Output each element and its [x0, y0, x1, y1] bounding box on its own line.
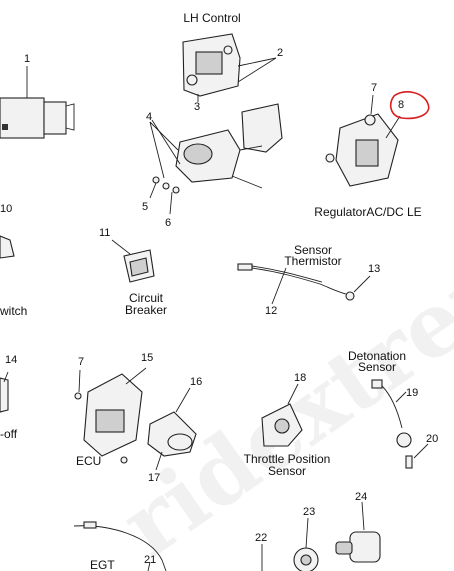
caption-off-partial: -off — [0, 427, 18, 441]
part-24 — [335, 501, 381, 563]
caption-egt: EGT — [90, 558, 115, 571]
callout-13: 13 — [368, 263, 380, 275]
caption-throttle-line1: Throttle Position — [244, 452, 331, 466]
caption-switch-partial: witch — [0, 304, 27, 318]
callout-7-top: 7 — [371, 82, 377, 94]
callout-15: 15 — [141, 352, 153, 364]
callout-3: 3 — [194, 101, 200, 113]
circuit-breaker — [111, 239, 155, 283]
callout-6: 6 — [165, 217, 171, 229]
part-10-switch-partial — [0, 235, 15, 259]
detonation-sensor — [371, 379, 429, 469]
egt-sensor — [73, 521, 167, 571]
callout-4: 4 — [146, 111, 152, 123]
callout-14: 14 — [5, 354, 17, 366]
callout-10: 10 — [0, 203, 12, 215]
callout-22: 22 — [255, 532, 267, 544]
caption-detonation-line1: Detonation — [348, 349, 406, 363]
callout-16: 16 — [190, 376, 202, 388]
callout-12: 12 — [265, 305, 277, 317]
callout-7-ecu: 7 — [78, 356, 84, 368]
caption-ecu: ECU — [76, 454, 101, 468]
caption-throttle-line2: Sensor — [268, 464, 306, 478]
callout-23: 23 — [303, 506, 315, 518]
highlight-circle — [389, 91, 430, 120]
callout-5: 5 — [142, 201, 148, 213]
caption-sensor-line1: Sensor — [294, 243, 332, 257]
caption-sensor-line2: Thermistor — [284, 254, 341, 268]
callout-1: 1 — [24, 53, 30, 65]
caption-regulator: RegulatorAC/DC LE — [314, 205, 421, 219]
part-23 — [293, 517, 319, 571]
callout-21: 21 — [144, 554, 156, 566]
caption-detonation-line2: Sensor — [358, 360, 396, 374]
sensor-thermistor — [237, 263, 371, 305]
callout-11: 11 — [99, 227, 110, 239]
caption-lh-control: LH Control — [183, 11, 240, 25]
callout-19: 19 — [406, 387, 418, 399]
lh-control-housing — [182, 33, 277, 102]
part-16-sensor-bracket — [147, 387, 197, 471]
part-1-connector — [0, 66, 75, 139]
callout-18: 18 — [294, 372, 306, 384]
watermark: ridextreme — [102, 181, 454, 571]
throttle-control-assembly — [149, 103, 283, 215]
regulator-assembly — [325, 94, 401, 187]
callout-8: 8 — [398, 99, 404, 111]
callout-2: 2 — [277, 47, 283, 59]
caption-circuit-line1: Circuit — [129, 291, 164, 305]
callout-20: 20 — [426, 433, 438, 445]
throttle-position-sensor — [261, 383, 303, 447]
callout-24: 24 — [355, 491, 367, 503]
ecu-module — [74, 367, 147, 464]
part-14-partial — [0, 371, 9, 413]
caption-circuit-line2: Breaker — [125, 303, 167, 317]
callout-17: 17 — [148, 472, 160, 484]
